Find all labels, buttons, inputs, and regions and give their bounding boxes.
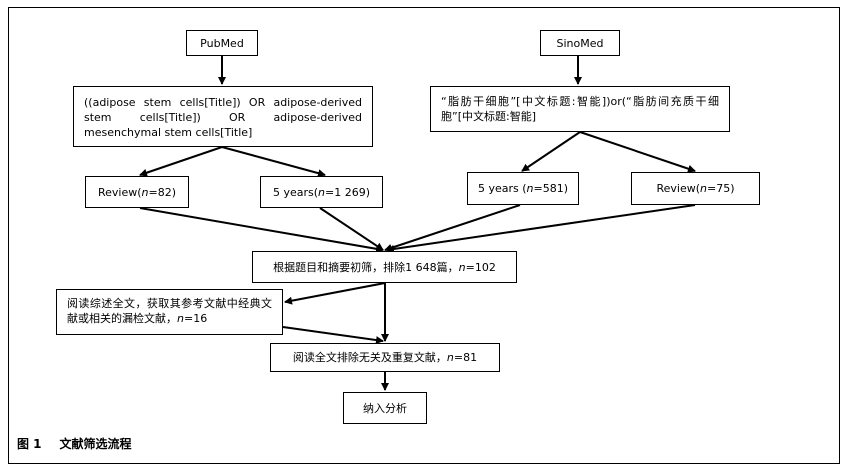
fulltext-review-text: 阅读全文排除无关及重复文献，n=81 — [292, 351, 478, 364]
figure-caption: 图 1 文献筛选流程 — [17, 435, 132, 452]
sinomed-5years-box: 5 years (n=581) — [467, 172, 579, 205]
pubmed-query-text: ((adipose stem cells[Title]) OR adipose-… — [84, 96, 362, 139]
pubmed-5years-box: 5 years(n=1 269) — [260, 176, 383, 208]
arrow-pubmed-review-to-screening — [139, 207, 384, 253]
sinomed-source-box: SinoMed — [540, 30, 620, 56]
pubmed-5years-text: 5 years(n=1 269) — [272, 185, 371, 199]
figure-number: 图 1 — [17, 437, 42, 451]
arrow-pubmed-years-to-screening — [319, 207, 384, 251]
sinomed-review-text: Review(n=75) — [656, 182, 735, 195]
arrow-sinomed-query-to-years — [521, 131, 581, 172]
supplement-text: 阅读综述全文，获取其参考文献中经典文献或相关的漏检文献，n=16 — [67, 297, 272, 325]
arrow-pubmed-query-to-years — [221, 146, 326, 178]
figure-frame — [8, 7, 840, 464]
fulltext-review-box: 阅读全文排除无关及重复文献，n=81 — [270, 343, 500, 372]
pubmed-source-box: PubMed — [186, 30, 258, 56]
arrow-screening-to-supplement — [284, 282, 386, 305]
arrow-sinomed-years-to-screening — [384, 204, 521, 252]
pubmed-source-label: PubMed — [200, 36, 244, 50]
arrow-pubmed-query-to-review — [139, 146, 223, 177]
sinomed-review-box: Review(n=75) — [631, 172, 760, 205]
arrow-supplement-to-fulltext — [282, 326, 384, 344]
pubmed-review-box: Review(n=82) — [85, 176, 189, 208]
arrow-sinomed-query-to-review — [579, 131, 696, 173]
figure-title: 文献筛选流程 — [59, 437, 132, 451]
sinomed-query-box: “脂肪干细胞”[中文标题:智能])or(“脂肪间充质干细胞”[中文标题:智能] — [430, 86, 730, 132]
sinomed-5years-text: 5 years (n=581) — [477, 182, 569, 195]
included-box: 纳入分析 — [343, 392, 427, 424]
included-text: 纳入分析 — [363, 401, 407, 415]
screening-box: 根据题目和摘要初筛，排除1 648篇，n=102 — [252, 251, 517, 283]
sinomed-query-text: “脂肪干细胞”[中文标题:智能])or(“脂肪间充质干细胞”[中文标题:智能] — [441, 95, 719, 123]
screening-text: 根据题目和摘要初筛，排除1 648篇，n=102 — [273, 260, 496, 274]
arrow-sinomed-review-to-screening — [386, 204, 696, 253]
sinomed-source-label: SinoMed — [556, 36, 604, 50]
supplement-box: 阅读综述全文，获取其参考文献中经典文献或相关的漏检文献，n=16 — [56, 289, 283, 335]
pubmed-review-text: Review(n=82) — [97, 185, 177, 199]
pubmed-query-box: ((adipose stem cells[Title]) OR adipose-… — [73, 86, 373, 147]
